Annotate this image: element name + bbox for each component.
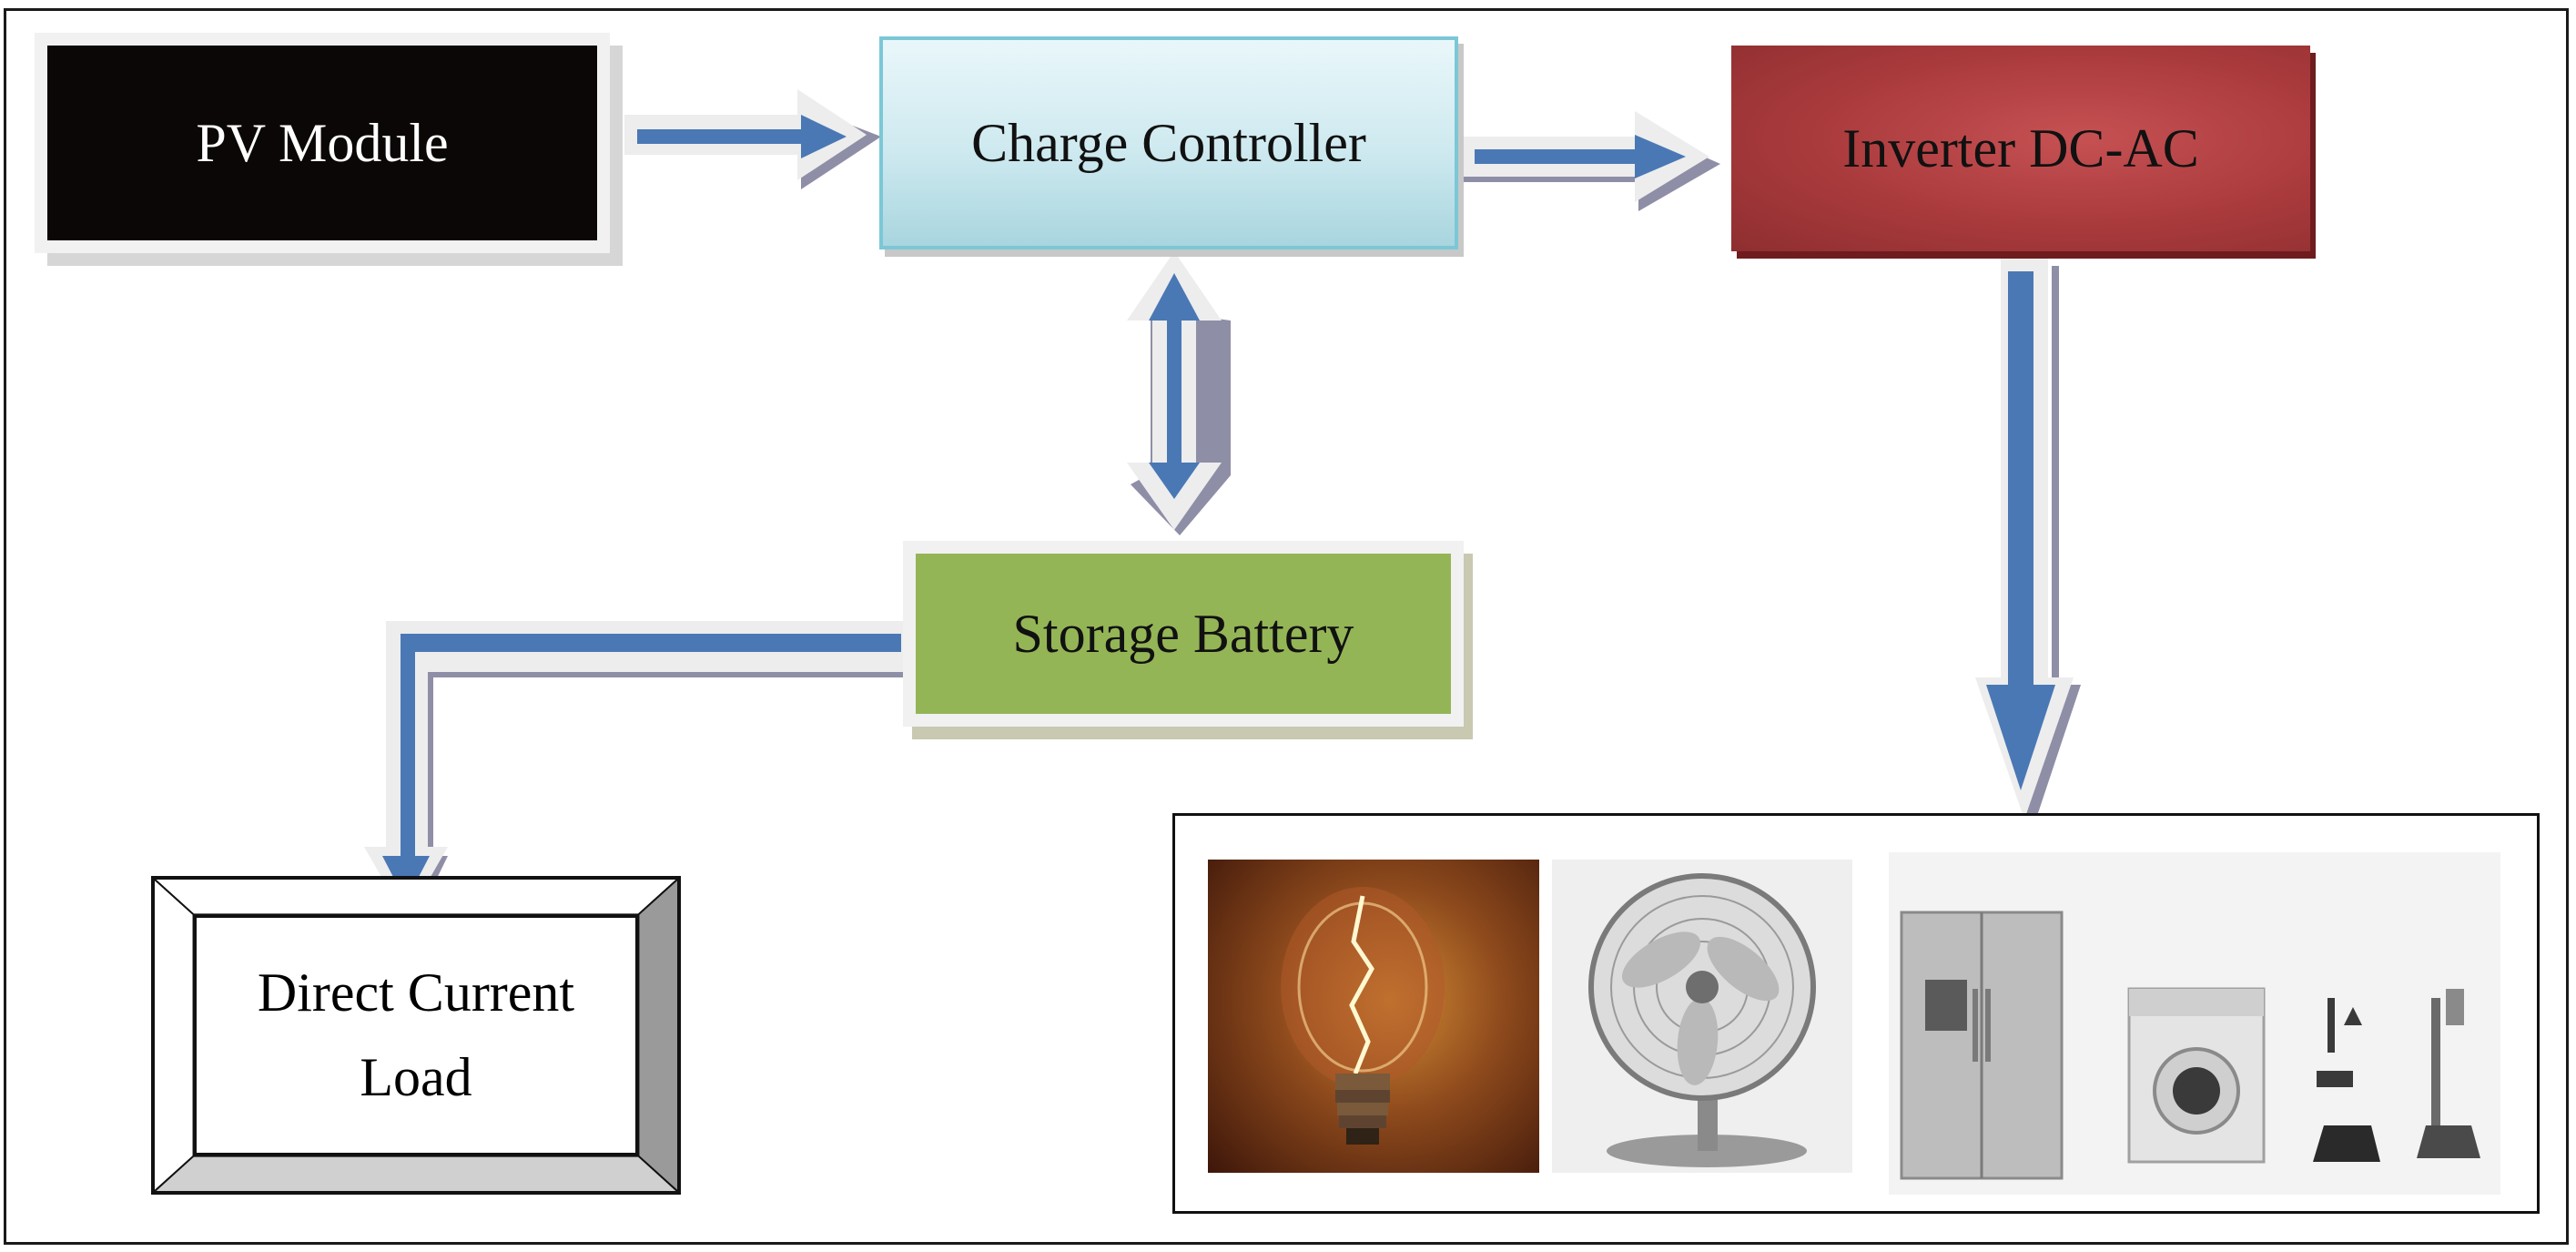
vacuum-cleaner-icon [2313,989,2480,1162]
storage-battery-label: Storage Battery [1012,604,1354,664]
arrow-pv-to-controller [624,89,881,189]
charge-controller-label: Charge Controller [971,113,1366,173]
light-bulb-image [1208,860,1539,1173]
charge-controller-box: Charge Controller [879,36,1458,249]
inverter-label: Inverter DC-AC [1842,118,2199,178]
household-appliances-image [1889,852,2500,1195]
arrow-inverter-to-loads [1975,257,2081,849]
dc-load-line1: Direct Current [257,962,575,1023]
desk-fan-image [1552,860,1852,1173]
arrow-controller-battery [1127,251,1231,535]
pv-module-label: PV Module [196,113,449,173]
pv-module-box: PV Module [47,46,597,240]
refrigerator-icon [1900,911,2064,1180]
bevel-frame [154,879,678,1192]
dc-load-line2: Load [360,1047,472,1107]
inverter-box: Inverter DC-AC [1731,46,2310,251]
arrow-controller-to-inverter [1462,111,1720,211]
ac-loads-panel [1172,813,2540,1214]
washing-machine-icon [2127,987,2266,1164]
dc-load-box: Direct Current Load [151,876,681,1195]
storage-battery-box: Storage Battery [916,554,1451,714]
dc-load-label: Direct Current Load [194,915,638,1155]
